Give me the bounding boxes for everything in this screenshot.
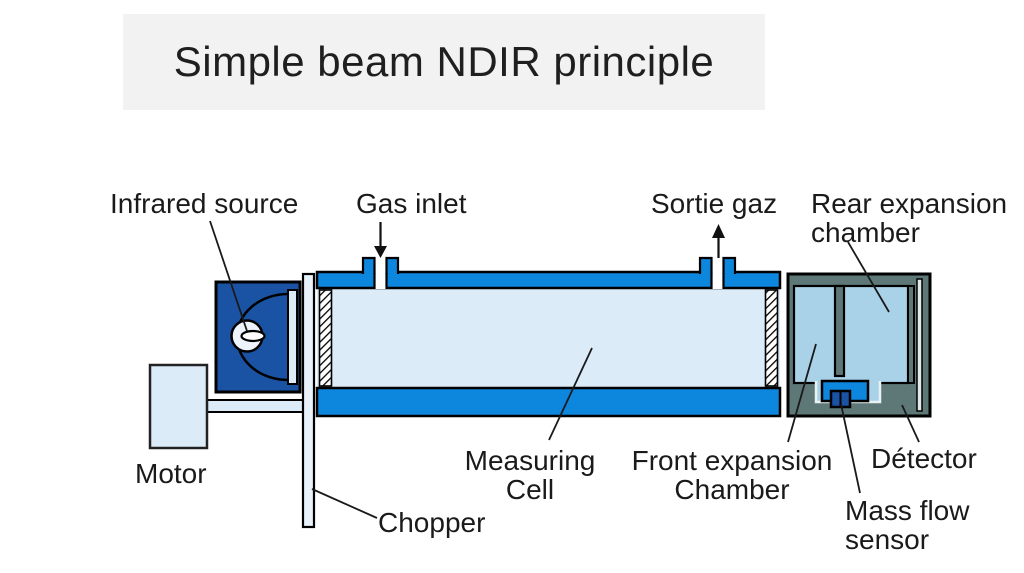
leader-lines — [209, 220, 920, 519]
cell-window-left — [318, 289, 333, 387]
gas-inlet-arrow-icon — [374, 222, 387, 258]
gas-inlet-port — [361, 256, 400, 289]
leader-rear-chamber — [847, 241, 890, 313]
detector-end-gap — [916, 278, 923, 412]
leader-detector — [901, 404, 920, 443]
cell-bottom-wall — [315, 386, 782, 418]
gas-outlet-port — [698, 256, 737, 289]
cell-window-right — [764, 289, 779, 387]
cell-top-wall — [315, 270, 782, 290]
label-motor: Motor — [135, 458, 207, 489]
chamber-divider — [833, 284, 846, 378]
leader-chopper — [311, 488, 378, 519]
gas-outlet-arrow-icon — [712, 224, 725, 258]
label-rear-expansion-chamber: Rear expansion chamber — [811, 188, 1008, 248]
leader-front-chamber — [787, 343, 817, 443]
source-window — [287, 289, 298, 385]
chopper-blade — [301, 272, 316, 529]
title-banner: Simple beam NDIR principle — [123, 14, 765, 110]
measuring-cell-interior — [317, 286, 780, 390]
leader-mass-flow — [840, 403, 861, 494]
label-gas-inlet: Gas inlet — [356, 188, 467, 219]
expansion-chambers — [792, 284, 910, 385]
label-detector: Détector — [871, 443, 977, 474]
measuring-cell-assembly — [315, 256, 782, 418]
motor-shaft — [203, 399, 309, 413]
detector-assembly — [786, 272, 932, 418]
page-title: Simple beam NDIR principle — [173, 38, 715, 85]
label-chopper: Chopper — [378, 507, 486, 538]
rear-chamber-wall — [907, 285, 915, 384]
infrared-source-assembly — [214, 280, 302, 394]
label-front-expansion-chamber: Front expansion Chamber — [631, 445, 833, 505]
label-mass-flow-sensor: Mass flow sensor — [845, 495, 970, 555]
leader-measuring-cell — [548, 347, 593, 441]
label-measuring-cell: Measuring Cell — [464, 445, 596, 505]
leader-infrared-source — [209, 220, 248, 332]
motor-box — [148, 363, 209, 450]
label-infrared-source: Infrared source — [110, 188, 299, 219]
label-sortie-gaz: Sortie gaz — [651, 188, 778, 219]
ir-lamp-filament — [240, 329, 266, 343]
